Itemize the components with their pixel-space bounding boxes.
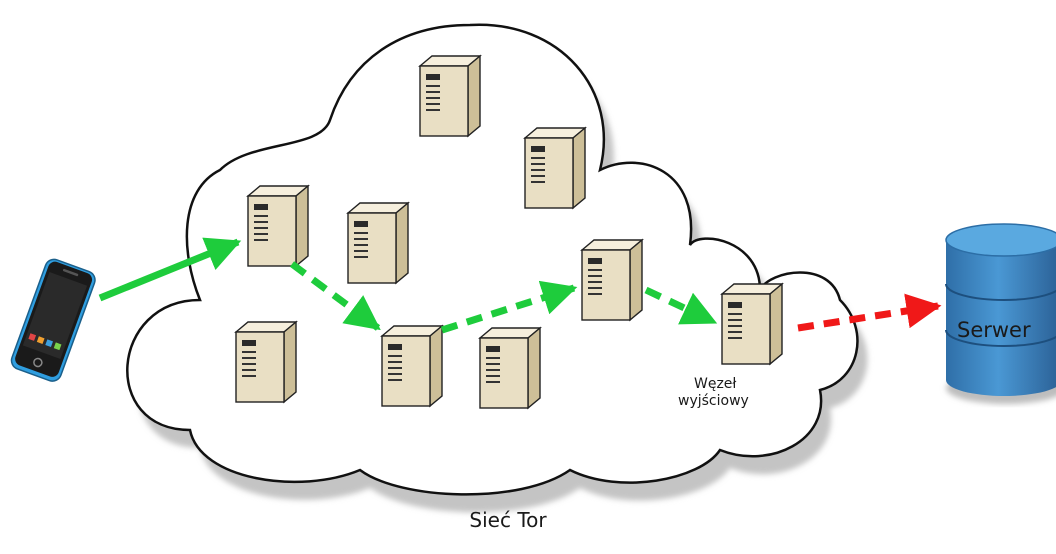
tor-cloud (126, 23, 859, 496)
exit-relay-server-icon (721, 283, 783, 365)
client-to-entry-arrow (98, 237, 242, 302)
exit-node-label: Węzeł (694, 376, 736, 392)
middle-relay-server-icon (581, 239, 643, 321)
relay-server-icon (347, 202, 409, 284)
exit-to-server-arrow (797, 293, 942, 332)
relay-server-icon (524, 127, 586, 209)
smartphone-icon (10, 258, 96, 382)
server-label: Serwer (957, 318, 1031, 342)
network-label: Sieć Tor (469, 508, 547, 532)
circuit-arrow-1 (289, 261, 381, 331)
circuit-arrow-2 (440, 280, 578, 334)
database-cylinder-icon (945, 223, 1056, 404)
relay-server-icon (419, 55, 481, 137)
entry-relay-server-icon (247, 185, 309, 267)
relay-server-icon (235, 321, 297, 403)
relay-server-icon (479, 327, 541, 409)
exit-node-label-line2: wyjściowy (678, 393, 749, 409)
circuit-arrow-3 (644, 286, 718, 326)
relay-server-icon (381, 325, 443, 407)
